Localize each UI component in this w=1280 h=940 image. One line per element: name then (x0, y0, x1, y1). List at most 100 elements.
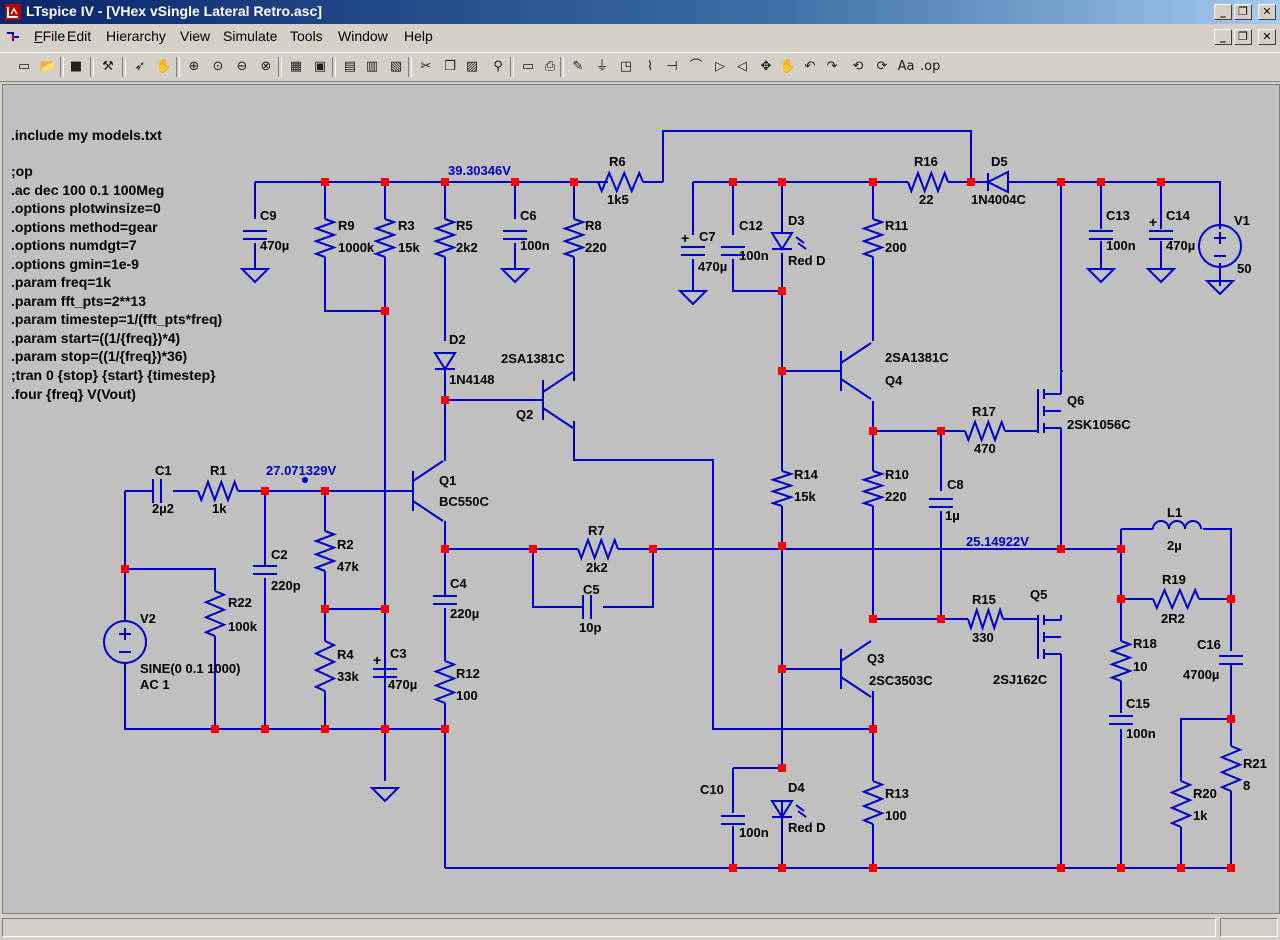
move-icon[interactable]: ✥ (760, 59, 772, 74)
save-icon[interactable]: ■ (69, 59, 83, 74)
C6-capacitor[interactable] (503, 230, 527, 240)
R18-resistor[interactable] (1109, 640, 1133, 682)
rotate-icon[interactable]: ⟲ (852, 59, 864, 74)
Q3-collector[interactable] (840, 640, 872, 662)
Q6-terminals[interactable] (1044, 393, 1061, 429)
wire[interactable] (573, 421, 873, 730)
menu-help[interactable]: Help (404, 28, 433, 44)
label-icon[interactable]: ◳ (619, 59, 633, 74)
ground-icon[interactable] (1204, 280, 1236, 296)
undo-icon[interactable]: ↶ (804, 59, 816, 74)
pan-icon[interactable]: ⊙ (212, 59, 224, 74)
run-icon[interactable]: ➶ (134, 59, 146, 74)
ground-icon[interactable] (1085, 268, 1117, 284)
spice-directive[interactable]: .param freq=1k (11, 274, 111, 290)
menu-file[interactable]: FFile (34, 28, 66, 44)
wire[interactable] (124, 663, 445, 730)
fit-icon[interactable]: ▣ (313, 59, 327, 74)
R6-resistor[interactable] (597, 170, 644, 194)
wire[interactable] (324, 257, 385, 312)
ground-icon[interactable] (499, 268, 531, 284)
R13-resistor[interactable] (861, 780, 885, 825)
schematic-canvas[interactable]: .include my models.txt;op.ac dec 100 0.1… (2, 84, 1280, 914)
spice-directive[interactable]: .param stop=((1/{freq})*36) (11, 348, 187, 364)
R8-resistor[interactable] (561, 218, 587, 258)
ltspice-app-icon[interactable] (5, 4, 21, 20)
R19-resistor[interactable] (1152, 587, 1200, 611)
C7-capacitor[interactable] (681, 246, 705, 256)
spice-directive[interactable]: .options gmin=1e-9 (11, 256, 139, 272)
zoom-cancel-icon[interactable]: ⊗ (260, 59, 272, 74)
spice-directive[interactable]: .param timestep=1/(fft_pts*freq) (11, 311, 222, 327)
R12-resistor[interactable] (433, 660, 457, 704)
autorange-icon[interactable]: ▦ (289, 59, 303, 74)
Q2-emitter[interactable] (542, 407, 574, 429)
cascade-icon[interactable]: ▥ (365, 59, 379, 74)
zoom-in-icon[interactable]: ⊕ (188, 59, 200, 74)
paste-icon[interactable]: ▨ (465, 59, 479, 74)
menu-view[interactable]: View (180, 28, 211, 44)
R20-resistor[interactable] (1169, 780, 1193, 828)
wire[interactable] (1008, 181, 1221, 229)
C4-capacitor[interactable] (433, 595, 457, 605)
spice-directive[interactable]: .param start=((1/{freq})*4) (11, 330, 180, 346)
schematic-doc-icon[interactable] (5, 29, 21, 45)
drag-icon[interactable]: ✋ (779, 59, 797, 74)
D5-diode[interactable] (985, 170, 1009, 194)
D2-diode[interactable] (433, 352, 457, 371)
C2-capacitor[interactable] (253, 565, 277, 575)
C12-capacitor[interactable] (721, 246, 745, 256)
component-icon[interactable]: ◁ (737, 59, 747, 74)
R7-resistor[interactable] (577, 537, 619, 561)
L1-inductor[interactable] (1152, 520, 1202, 530)
spice-directive[interactable]: .four {freq} V(Vout) (11, 386, 136, 402)
R3-resistor[interactable] (372, 218, 398, 258)
wire[interactable] (603, 549, 654, 608)
V1-polarity[interactable] (1214, 232, 1226, 257)
V2-polarity[interactable] (119, 628, 131, 653)
R22-resistor[interactable] (203, 590, 227, 637)
schematic[interactable]: .include my models.txt;op.ac dec 100 0.1… (3, 85, 1279, 913)
cut-icon[interactable]: ✂ (420, 59, 432, 74)
R5-resistor[interactable] (432, 218, 458, 258)
inductor-icon[interactable]: ⌒ (689, 59, 703, 74)
wire[interactable] (125, 568, 216, 591)
R11-resistor[interactable] (860, 218, 886, 258)
wire[interactable] (445, 548, 583, 608)
control-panel-icon[interactable]: ⚒ (102, 59, 114, 74)
spice-directive[interactable]: .options method=gear (11, 219, 158, 235)
capacitor-icon[interactable]: ⊣ (666, 59, 678, 74)
spice-directive[interactable]: .options numdgt=7 (11, 237, 137, 253)
spice-directive[interactable]: .options plotwinsize=0 (11, 200, 161, 216)
minimize-button[interactable]: _ (1214, 4, 1232, 20)
D3-led-arrows[interactable] (795, 236, 807, 250)
mdi-minimize-button[interactable]: _ (1214, 29, 1232, 45)
wire[interactable] (732, 259, 782, 292)
C13-capacitor[interactable] (1089, 230, 1113, 240)
D4-led-arrows[interactable] (795, 804, 807, 818)
R2-resistor[interactable] (313, 530, 337, 572)
D4-diode[interactable] (770, 800, 794, 819)
wire[interactable] (662, 130, 972, 182)
C5-capacitor[interactable] (582, 595, 592, 619)
ground-icon[interactable] (1145, 268, 1177, 284)
wire[interactable] (324, 571, 385, 610)
menu-tools[interactable]: Tools (290, 28, 323, 44)
Q4-collector[interactable] (840, 342, 872, 364)
R1-resistor[interactable] (197, 479, 239, 503)
Q1-leads[interactable] (412, 460, 444, 522)
close-button[interactable]: ✕ (1258, 4, 1276, 20)
R16-resistor[interactable] (907, 170, 949, 194)
ground-icon[interactable] (369, 787, 401, 803)
D3-diode[interactable] (770, 232, 794, 251)
C10-capacitor[interactable] (721, 815, 745, 825)
V2-voltage-source[interactable] (103, 620, 147, 664)
new-schematic-icon[interactable]: ▭ (17, 59, 31, 74)
spice-directive-icon[interactable]: .op (920, 59, 941, 74)
C3-capacitor[interactable] (373, 668, 397, 678)
menu-window[interactable]: Window (338, 28, 388, 44)
wire-icon[interactable]: ✎ (572, 59, 584, 74)
R15-resistor[interactable] (967, 606, 1004, 632)
spice-directive[interactable]: .ac dec 100 0.1 100Meg (11, 182, 164, 198)
menu-simulate[interactable]: Simulate (223, 28, 278, 44)
